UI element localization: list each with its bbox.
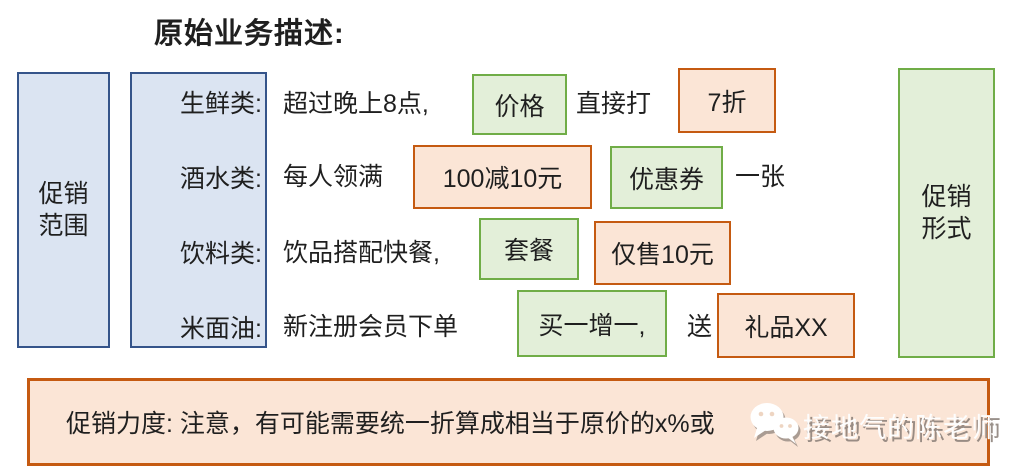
- row-beverage-text-1: 饮品搭配快餐,: [283, 239, 440, 267]
- row-grain-green-box: 买一增一,: [517, 290, 667, 357]
- row-drinks-text-2: 一张: [735, 163, 786, 191]
- wechat-icon: [748, 399, 800, 452]
- category-label-drinks: 酒水类:: [180, 165, 262, 193]
- promo-strength-note-box: 促销力度: 注意，有可能需要统一折算成相当于原价的x%或: [27, 378, 990, 466]
- row-fresh-orange-box: 7折: [678, 68, 776, 133]
- category-box: 生鲜类: 酒水类: 饮料类: 米面油:: [130, 72, 267, 348]
- promo-form-box: 促销 形式: [898, 68, 995, 358]
- promo-scope-line2: 范围: [38, 212, 89, 240]
- promo-scope-line1: 促销: [38, 180, 89, 208]
- promo-strength-note-text: 促销力度: 注意，有可能需要统一折算成相当于原价的x%或: [66, 410, 715, 438]
- row-grain-text-1: 新注册会员下单: [283, 313, 459, 341]
- watermark-text: 接地气的陈老师: [803, 413, 999, 443]
- row-beverage-green-box: 套餐: [479, 218, 579, 280]
- row-fresh-text-2: 直接打: [576, 90, 652, 118]
- category-label-grain: 米面油:: [180, 315, 262, 343]
- row-grain-text-2: 送: [687, 313, 713, 341]
- row-drinks-text-1: 每人领满: [283, 163, 384, 191]
- row-drinks-orange-box: 100减10元: [413, 145, 592, 209]
- row-grain-orange-box: 礼品XX: [717, 293, 855, 358]
- promo-form-line2: 形式: [921, 215, 972, 243]
- promo-scope-box: 促销 范围: [17, 72, 110, 348]
- watermark: 接地气的陈老师: [748, 399, 999, 452]
- promo-form-line1: 促销: [921, 183, 972, 211]
- category-label-beverage: 饮料类:: [180, 240, 262, 268]
- row-fresh-green-box: 价格: [472, 74, 567, 135]
- row-fresh-text-1: 超过晚上8点,: [283, 90, 429, 118]
- row-beverage-orange-box: 仅售10元: [594, 221, 731, 285]
- page-title: 原始业务描述:: [154, 18, 345, 50]
- category-label-fresh: 生鲜类:: [180, 90, 262, 118]
- row-drinks-green-box: 优惠券: [610, 146, 723, 209]
